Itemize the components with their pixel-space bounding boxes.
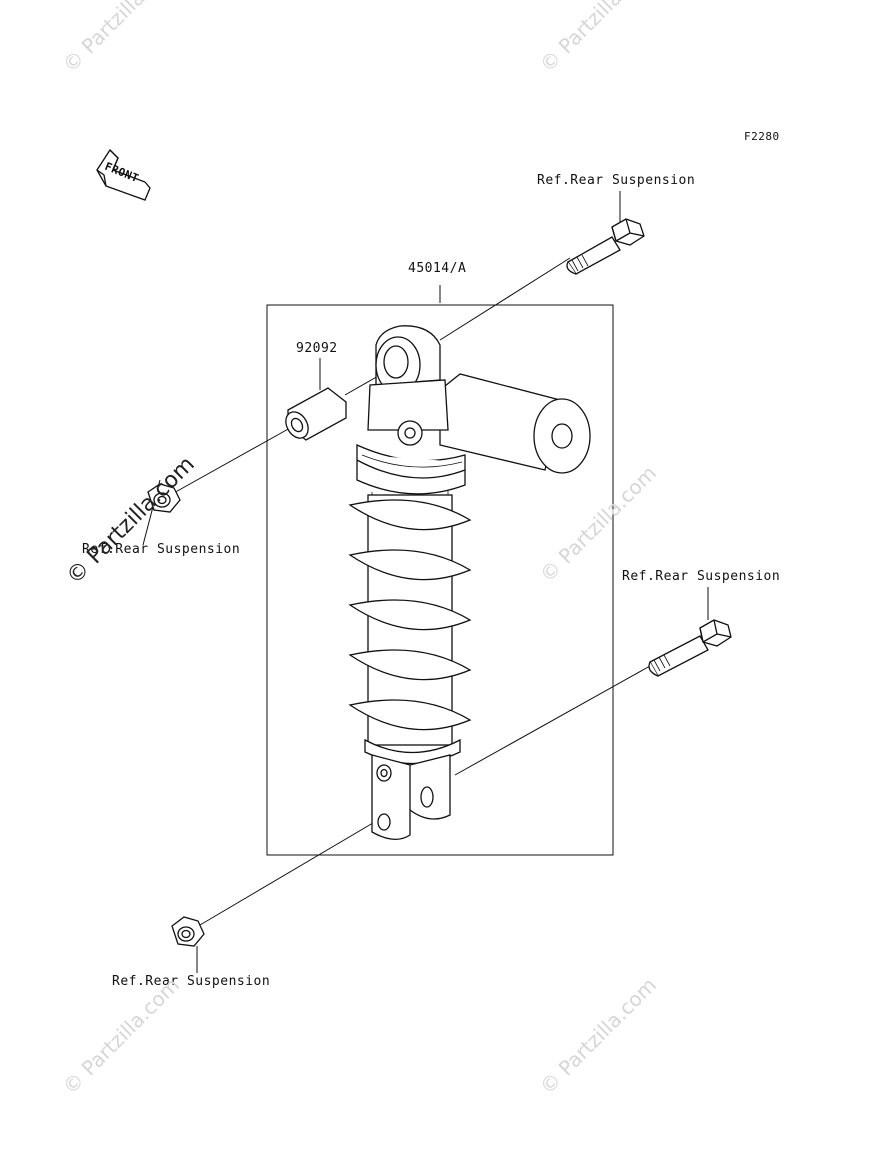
collar-92092 — [285, 387, 347, 441]
top-nut — [147, 483, 181, 513]
top-bolt — [566, 218, 645, 275]
leader-lines — [142, 191, 709, 973]
diagram-code: F2280 — [744, 130, 780, 143]
ref-rear-suspension-bottom-nut[interactable]: Ref.Rear Suspension — [112, 974, 271, 989]
bottom-nut — [171, 916, 205, 947]
front-arrow-icon — [96, 148, 151, 201]
part-number-92092[interactable]: 92092 — [296, 341, 338, 356]
assembly-bracket — [266, 285, 614, 856]
shock-absorber-45014-a — [348, 325, 591, 840]
spring-coils — [348, 499, 472, 731]
ref-rear-suspension-top-nut[interactable]: Ref.Rear Suspension — [82, 542, 241, 557]
ref-rear-suspension-top-bolt[interactable]: Ref.Rear Suspension — [537, 173, 696, 188]
bottom-bolt — [648, 619, 732, 677]
part-number-45014-a[interactable]: 45014/A — [408, 261, 467, 276]
ref-rear-suspension-bottom-bolt[interactable]: Ref.Rear Suspension — [622, 569, 781, 584]
